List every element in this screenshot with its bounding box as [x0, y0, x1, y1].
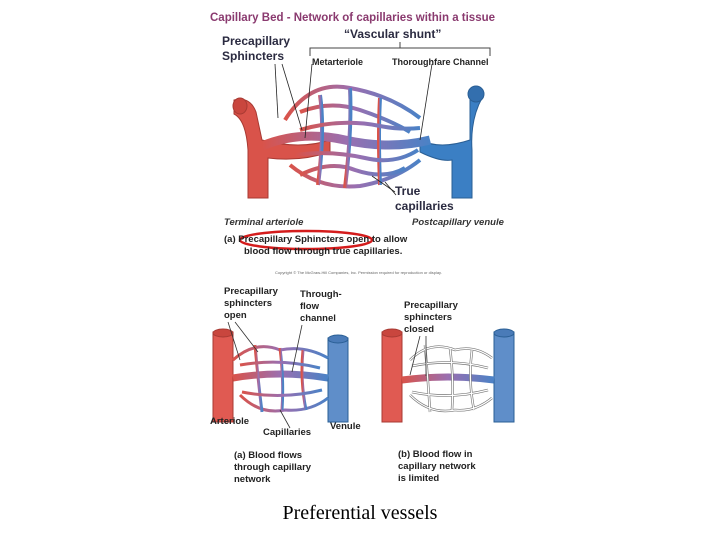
terminal-arteriole	[233, 98, 331, 199]
thoroughfare-label: Thoroughfare Channel	[392, 57, 489, 67]
precap-closed-2: sphincters	[404, 312, 453, 323]
panel-b-caption-1: (b) Blood flow in	[398, 449, 473, 460]
venule-b	[493, 331, 515, 423]
true-capillaries	[283, 84, 422, 189]
venule-label: Venule	[330, 421, 361, 432]
top-caption-rest: open to allow	[343, 234, 408, 245]
panel-b-caption-3: is limited	[398, 473, 440, 484]
panel-a-caption-3: network	[234, 474, 271, 485]
arteriole-label: Arteriole	[210, 416, 250, 427]
precap-closed-1: Precapillary	[404, 300, 458, 311]
panel-b-caption-2: capillary network	[398, 461, 476, 472]
precap-open-2: sphincters	[224, 298, 273, 309]
panel-a-caption-1: (a) Blood flows	[234, 450, 303, 461]
vascular-shunt-label: “Vascular shunt”	[344, 27, 442, 41]
diagram-title: Capillary Bed - Network of capillaries w…	[210, 12, 496, 24]
panel-a-caption-2: through capillary	[234, 462, 312, 473]
capillary-network-a	[231, 344, 329, 413]
through-flow-2: flow	[300, 301, 319, 312]
arteriole-a	[212, 331, 234, 423]
top-caption-line2: blood flow through true capillaries.	[244, 246, 403, 257]
venule-a	[327, 337, 349, 423]
true-capillaries-label-1: True	[395, 184, 421, 198]
copyright-text: Copyright © The McGraw-Hill Companies, I…	[275, 270, 442, 275]
precap-closed-3: closed	[404, 324, 435, 335]
metarteriole-label: Metarteriole	[312, 57, 364, 67]
postcapillary-venule	[419, 91, 483, 199]
metarteriole	[260, 131, 432, 151]
top-caption-highlight: Precapillary Sphincters	[238, 234, 344, 245]
arteriole-b	[381, 331, 403, 423]
terminal-arteriole-label: Terminal arteriole	[224, 217, 304, 228]
through-flow-1: Through-	[300, 289, 342, 300]
precap-label-2: Sphincters	[222, 49, 285, 63]
precap-open-1: Precapillary	[224, 286, 278, 297]
top-caption: (a) Precapillary Sphincters open to allo…	[224, 234, 407, 246]
slide-caption: Preferential vessels	[282, 502, 438, 524]
capillary-network-b-inner	[409, 344, 493, 413]
through-flow-3: channel	[300, 313, 336, 324]
true-capillaries-label-2: capillaries	[395, 199, 454, 213]
capillaries-label: Capillaries	[263, 427, 312, 438]
precap-label-1: Precapillary	[222, 34, 291, 48]
highlight-ellipse	[238, 229, 374, 251]
top-caption-marker: (a)	[224, 234, 236, 245]
precap-open-3: open	[224, 310, 247, 321]
shunt-bracket	[309, 47, 491, 56]
postcapillary-venule-label: Postcapillary venule	[412, 217, 504, 228]
